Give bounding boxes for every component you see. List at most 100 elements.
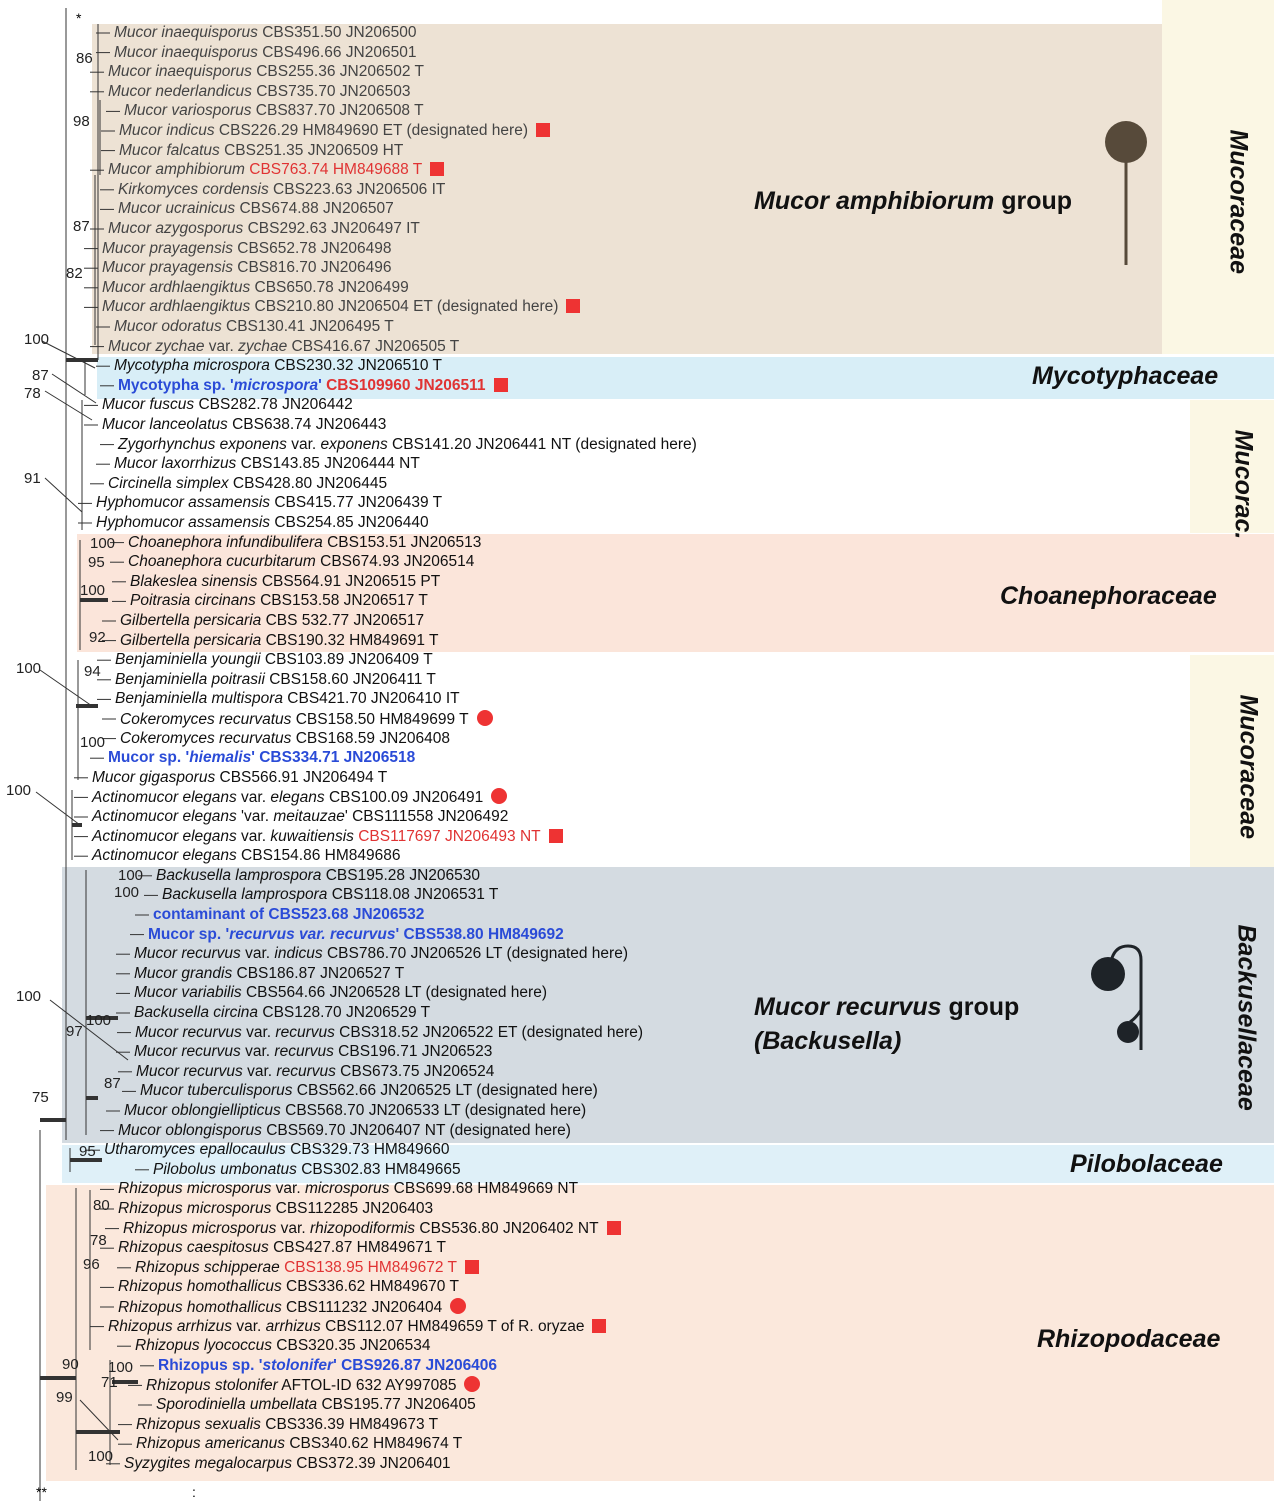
taxon-rest2: CBS112.07 HM849659 T of R. oryzae <box>320 1317 585 1335</box>
taxon-label: Mucor oblongisporus CBS569.70 JN206407 N… <box>118 1122 571 1140</box>
support-value: 100 <box>108 1359 134 1376</box>
taxon-it: Actinomucor elegans <box>92 789 237 807</box>
taxon-it: Mucor nederlandicus <box>108 82 252 100</box>
taxon-label: Mucor ucrainicus CBS674.88 JN206507 <box>118 200 394 218</box>
taxon-rest: CBS118.08 JN206531 T <box>327 886 499 904</box>
support-value: 96 <box>83 1256 100 1273</box>
taxon-it2: recurvus var. recurvus <box>229 925 396 943</box>
support-value: 95 <box>79 1143 96 1160</box>
taxon-rest2: ' CBS926.87 JN206406 <box>333 1356 498 1374</box>
taxon-rest: CBS282.78 JN206442 <box>194 396 353 414</box>
taxon-label: Mucor gigasporus CBS566.91 JN206494 T <box>92 769 387 787</box>
taxon-it: Sporodiniella umbellata <box>156 1396 318 1413</box>
taxon-rest: CBS336.62 HM849670 T <box>281 1278 459 1296</box>
support-value: 100 <box>114 884 140 901</box>
taxon-rest: var. <box>286 435 321 453</box>
taxon-label: Mucor grandis CBS186.87 JN206527 T <box>134 965 404 983</box>
sporangium-icon-amphibiorum <box>1105 121 1147 265</box>
taxon-label: Actinomucor elegans CBS154.86 HM849686 <box>92 847 400 865</box>
taxon-label: Mucor odoratus CBS130.41 JN206495 T <box>114 318 394 336</box>
taxon-rest: CBS168.59 JN206408 <box>291 729 450 747</box>
taxon-it2: elegans <box>270 789 325 807</box>
support-value: 80 <box>93 1197 110 1214</box>
taxon-it: Mucor azygosporus <box>108 220 244 237</box>
taxon-it: Backusella lamprospora <box>162 886 328 904</box>
taxon-it: Rhizopus arrhizus <box>108 1317 233 1335</box>
taxon-label: Rhizopus homothallicus CBS111232 JN20640… <box>118 1298 467 1317</box>
taxon-rest: CBS254.85 JN206440 <box>270 514 429 531</box>
taxon-rest: CBS154.86 HM849686 <box>236 847 401 865</box>
taxon-rest: CBS372.39 JN206401 <box>292 1454 451 1472</box>
taxon-label: Rhizopus sp. 'stolonifer' CBS926.87 JN20… <box>158 1357 497 1375</box>
taxon-it: Mucor lanceolatus <box>102 416 228 433</box>
taxon-label: Sporodiniella umbellata CBS195.77 JN2064… <box>156 1396 476 1414</box>
taxon-it: Zygorhynchus exponens <box>118 435 287 453</box>
support-value: 100 <box>80 734 106 751</box>
taxon-label: Syzygites megalocarpus CBS372.39 JN20640… <box>124 1455 451 1473</box>
taxon-rest: CBS837.70 JN206508 T <box>251 102 424 120</box>
sporangium-icon-recurvus <box>1091 944 1143 1050</box>
band-rhizopodaceae <box>46 1185 1274 1481</box>
taxon-rest: var. <box>236 827 271 845</box>
taxon-rest: contaminant of CBS523.68 JN206532 <box>153 906 425 923</box>
taxon-label: Mucor ardhlaengiktus CBS210.80 JN206504 … <box>102 298 581 316</box>
taxon-label: Mucor sp. 'hiemalis' CBS334.71 JN206518 <box>108 749 415 767</box>
taxon-label: Rhizopus microsporus var. rhizopodiformi… <box>123 1220 621 1238</box>
taxon-it: Rhizopus microsporus <box>118 1180 272 1198</box>
taxon-rest: CBS158.50 HM849699 T <box>291 711 469 728</box>
support-value: 100 <box>24 331 50 348</box>
taxon-label: Gilbertella persicaria CBS190.32 HM84969… <box>120 632 439 650</box>
taxon-it: Actinomucor elegans <box>92 808 237 825</box>
taxon-rest2: ' CBS111558 JN206492 <box>344 808 509 825</box>
taxon-plain: Mycotypha <box>118 376 199 394</box>
taxon-it: Poitrasia circinans <box>130 592 256 610</box>
taxon-rest2: CBS416.67 JN206505 T <box>287 337 460 355</box>
support-value: 94 <box>84 663 101 680</box>
taxon-label: Actinomucor elegans var. elegans CBS100.… <box>92 788 508 807</box>
taxon-rest: var. <box>271 1180 305 1198</box>
taxon-rest: sp. ' <box>198 376 234 394</box>
taxon-it: Rhizopus microsporus <box>118 1200 272 1217</box>
taxon-rest: CBS421.70 JN206410 IT <box>283 690 460 708</box>
taxon-rest: CBS415.77 JN206439 T <box>270 494 443 512</box>
taxon-red: CBS117697 JN206493 NT <box>353 827 541 845</box>
taxon-rest: CBS143.85 JN206444 NT <box>236 455 420 473</box>
taxon-it: Mucor variosporus <box>124 102 252 120</box>
taxon-rest: CBS 532.77 JN206517 <box>261 612 425 629</box>
taxon-it: Cokeromyces recurvatus <box>120 729 292 747</box>
support-value: 100 <box>90 535 116 552</box>
taxon-it: Hyphomucor assamensis <box>96 494 271 512</box>
taxon-rest: 'var. <box>236 808 274 825</box>
support-value: 100 <box>16 988 42 1005</box>
band-choanephoraceae <box>77 534 1274 652</box>
red-square-marker <box>548 828 563 843</box>
taxon-it2: kuwaitiensis <box>270 827 354 845</box>
taxon-label: Choanephora infundibulifera CBS153.51 JN… <box>128 534 481 552</box>
taxon-it: Rhizopus americanus <box>136 1435 286 1453</box>
taxon-rest: var. <box>240 945 275 963</box>
taxon-it: Benjaminiella poitrasii <box>115 670 265 688</box>
taxon-label: Mucor fuscus CBS282.78 JN206442 <box>102 396 353 414</box>
taxon-rest2: CBS699.68 HM849669 NT <box>389 1180 579 1198</box>
taxon-rest: var. <box>276 1219 310 1237</box>
red-square-marker <box>464 1259 479 1274</box>
tree-branch <box>44 390 93 421</box>
support-value: 100 <box>88 1448 114 1465</box>
support-value: 87 <box>104 1075 121 1092</box>
taxon-label: Blakeslea sinensis CBS564.91 JN206515 PT <box>130 573 440 591</box>
support-value: 100 <box>118 867 144 884</box>
taxon-it: Mucor odoratus <box>114 318 222 335</box>
taxon-it: Benjaminiella youngii <box>115 651 261 669</box>
taxon-rest: CBS190.32 HM849691 T <box>261 631 439 649</box>
taxon-rest: CBS153.51 JN206513 <box>322 533 482 551</box>
taxon-it: Actinomucor elegans <box>92 847 237 865</box>
taxon-rest: CBS569.70 JN206407 NT (designated here) <box>261 1121 571 1139</box>
taxon-label: Mucor amphibiorum CBS763.74 HM849688 T <box>108 161 445 179</box>
taxon-it2: rhizopodiformis <box>309 1219 416 1237</box>
taxon-it2: zychae <box>238 337 288 355</box>
taxon-label: Mucor lanceolatus CBS638.74 JN206443 <box>102 416 386 434</box>
red-square-marker <box>566 299 581 314</box>
taxon-label: Rhizopus arrhizus var. arrhizus CBS112.0… <box>108 1317 607 1336</box>
support-value: 87 <box>73 218 90 235</box>
taxon-label: Cokeromyces recurvatus CBS168.59 JN20640… <box>120 730 450 748</box>
